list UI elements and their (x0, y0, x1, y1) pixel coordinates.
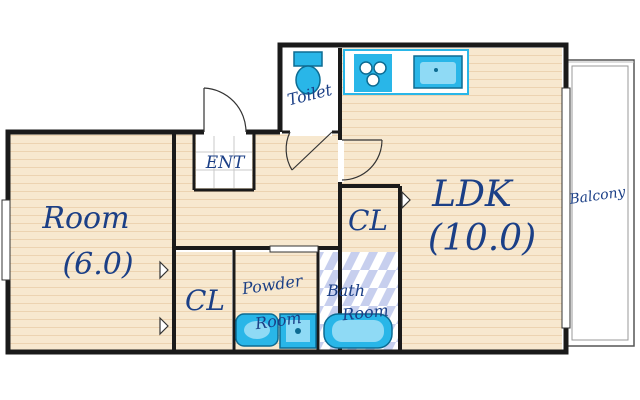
closet-center-label: CL (348, 204, 388, 237)
entrance-label: ENT (205, 153, 246, 173)
bath-room-label-line2: Room (340, 301, 389, 325)
washbasin-fixture (235, 313, 279, 347)
walls (5, 42, 569, 355)
kitchen-counter (343, 49, 469, 95)
door-swings (203, 87, 383, 181)
ldk-label: LDK (431, 174, 514, 215)
room-size-label: (6.0) (62, 247, 133, 282)
bath-room-label-line1: Bath (326, 281, 365, 300)
room-floor (8, 134, 172, 352)
room-label: Room (41, 201, 129, 236)
closet-bottom-floor (176, 252, 232, 350)
entrance-floor (196, 134, 252, 188)
toilet-fixture (293, 51, 323, 95)
washing-machine-pan (279, 313, 317, 349)
balcony-area (565, 59, 635, 347)
ldk-size-label: (10.0) (428, 218, 536, 259)
closet-bottom-label: CL (185, 284, 225, 317)
windows (1, 87, 571, 329)
closet-center-floor (342, 188, 398, 246)
bathtub-fixture (323, 313, 393, 349)
